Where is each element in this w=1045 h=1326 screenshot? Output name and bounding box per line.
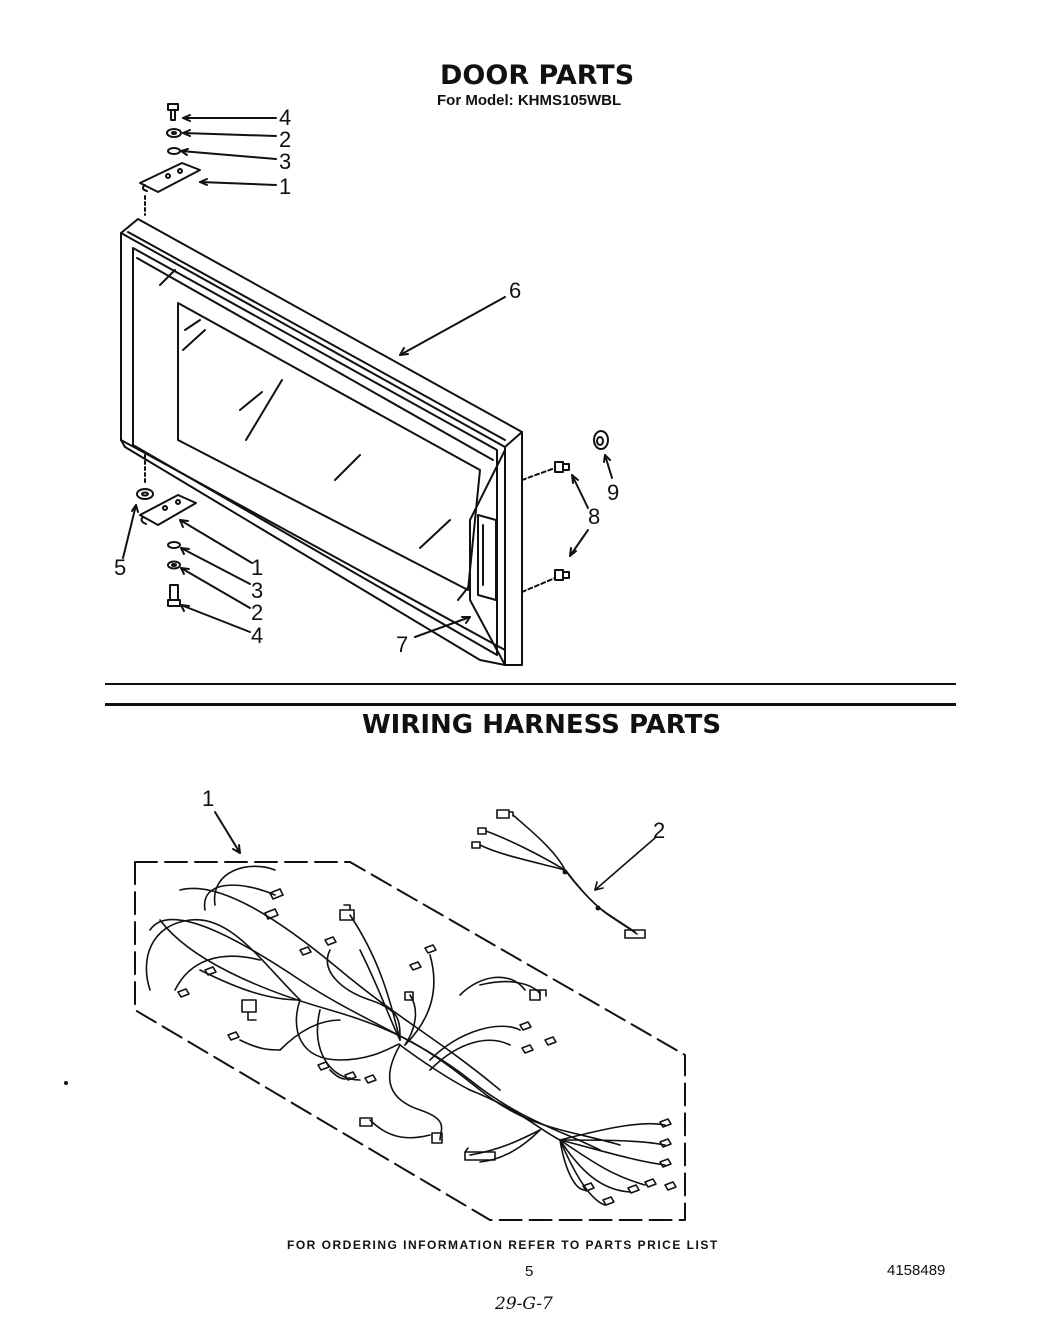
main-harness-wires: [145, 865, 666, 1206]
callout-top-2: 2: [279, 127, 291, 152]
callout-screw-8: 8: [588, 504, 600, 529]
callout-door-6: 6: [509, 278, 521, 303]
harness-boundary: [134, 861, 686, 1221]
model-line: For Model: KHMS105WBL: [437, 92, 622, 109]
callout-bottom-2: 2: [251, 600, 263, 625]
bottom-hinge-assembly: [122, 488, 253, 633]
callout-top-4: 4: [279, 105, 291, 130]
callout-nut-9: 9: [607, 480, 619, 505]
callout-top-3: 3: [279, 149, 291, 174]
stray-mark: [64, 1081, 68, 1085]
harness-connectors: [177, 888, 677, 1206]
handwritten-note: 29-G-7: [495, 1294, 553, 1314]
callout-handle-7: 7: [396, 632, 408, 657]
callout-bottom-3: 3: [251, 578, 263, 603]
wiring-callouts: 1 2: [202, 786, 665, 843]
door-callouts: 4 2 3 1 6 9 8 5 1 3 2 4 7: [114, 105, 619, 657]
door-panel: [120, 218, 523, 666]
side-screws: [521, 430, 613, 593]
callout-bottom-1: 1: [251, 555, 263, 580]
harness-junction-dot: [562, 869, 568, 875]
section-divider-bottom: [105, 703, 956, 706]
section-divider-top: [105, 683, 956, 685]
harness-junction-dot: [595, 905, 601, 911]
document-number: 4158489: [887, 1262, 946, 1279]
top-hinge-assembly: [139, 103, 277, 193]
door-parts-title: DOOR PARTS: [440, 60, 635, 91]
callout-harness-2: 2: [653, 818, 665, 843]
wiring-harness-title: WIRING HARNESS PARTS: [362, 710, 722, 740]
callout-bottom-4: 4: [251, 623, 263, 648]
ordering-note: FOR ORDERING INFORMATION REFER TO PARTS …: [287, 1238, 719, 1252]
small-harness: [471, 809, 656, 939]
callout-harness-1: 1: [202, 786, 214, 811]
callout-top-1: 1: [279, 174, 291, 199]
callout-left-5: 5: [114, 555, 126, 580]
page-number: 5: [525, 1263, 534, 1280]
